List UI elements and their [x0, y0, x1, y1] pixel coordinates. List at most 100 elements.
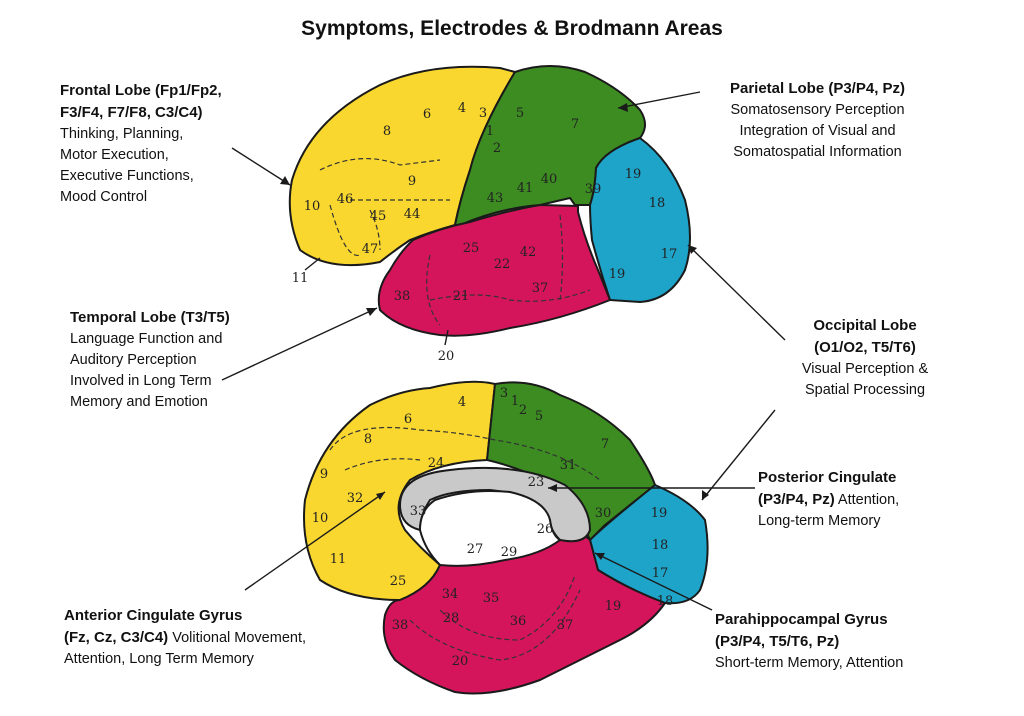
parahippocampal-line: Short-term Memory, Attention — [715, 655, 904, 671]
anterior-cingulate-arrow — [244, 491, 386, 591]
frontal-arrow — [231, 147, 291, 186]
medial-brodmann-area-18: 18 — [657, 594, 674, 609]
temporal-lobe-label: Temporal Lobe (T3/T5) Language Function … — [70, 307, 230, 413]
lateral-brodmann-area-6: 6 — [423, 107, 431, 122]
medial-brodmann-area-38: 38 — [392, 618, 409, 633]
diagram-title: Symptoms, Electrodes & Brodmann Areas — [301, 17, 723, 40]
temporal-arrow — [221, 307, 378, 381]
frontal-line: Executive Functions, — [60, 168, 194, 184]
medial-brodmann-area-6: 6 — [404, 412, 412, 427]
occipital-arrow-lower — [701, 409, 776, 501]
medial-brodmann-area-28: 28 — [443, 611, 460, 626]
lateral-brodmann-area-41: 41 — [517, 181, 534, 196]
medial-brodmann-area-20: 20 — [452, 654, 469, 669]
temporal-heading: Temporal Lobe (T3/T5) — [70, 309, 230, 326]
frontal-electrodes: F3/F4, F7/F8, C3/C4) — [60, 104, 203, 121]
medial-brodmann-area-25: 25 — [390, 574, 407, 589]
lateral-brodmann-area-43: 43 — [487, 191, 504, 206]
medial-brodmann-area-7: 7 — [601, 437, 609, 452]
medial-brodmann-area-17: 17 — [652, 566, 669, 581]
anterior-cingulate-line: Volitional Movement, — [168, 630, 307, 646]
lateral-brodmann-area-37: 37 — [532, 281, 549, 296]
lateral-brodmann-area-17: 17 — [661, 247, 678, 262]
lateral-brodmann-area-4: 4 — [458, 101, 466, 116]
medial-brodmann-area-33: 33 — [410, 504, 427, 519]
lateral-brodmann-area-47: 47 — [362, 242, 379, 257]
frontal-lobe-label: Frontal Lobe (Fp1/Fp2, F3/F4, F7/F8, C3/… — [60, 80, 222, 208]
lateral-temporal-lobe — [377, 204, 611, 337]
lateral-brodmann-area-9: 9 — [408, 174, 416, 189]
posterior-cingulate-electrodes: (P3/P4, Pz) — [758, 491, 835, 508]
lateral-brodmann-area-44: 44 — [404, 207, 421, 222]
lateral-brodmann-area-10: 10 — [304, 199, 321, 214]
medial-brodmann-area-32: 32 — [347, 491, 364, 506]
posterior-cingulate-line: Long-term Memory — [758, 513, 881, 529]
lateral-brodmann-area-11: 11 — [292, 271, 309, 286]
lateral-brodmann-area-8: 8 — [383, 124, 391, 139]
parietal-arrow — [617, 91, 701, 109]
lateral-brodmann-area-2: 2 — [493, 141, 501, 156]
posterior-cingulate-heading: Posterior Cingulate — [758, 469, 897, 486]
lateral-brodmann-area-19: 19 — [609, 267, 626, 282]
occipital-electrodes: (O1/O2, T5/T6) — [814, 339, 916, 356]
medial-brodmann-area-31: 31 — [560, 458, 577, 473]
temporal-line: Memory and Emotion — [70, 394, 208, 410]
medial-brodmann-area-30: 30 — [595, 506, 612, 521]
lateral-brodmann-area-20: 20 — [438, 349, 455, 364]
medial-brodmann-area-19: 19 — [651, 506, 668, 521]
temporal-line: Auditory Perception — [70, 352, 197, 368]
parahippocampal-electrodes: (P3/P4, T5/T6, Pz) — [715, 633, 840, 650]
occipital-arrow-upper — [687, 244, 786, 341]
lateral-brodmann-area-22: 22 — [494, 257, 511, 272]
medial-brodmann-area-11: 11 — [330, 552, 347, 567]
medial-brodmann-area-8: 8 — [364, 432, 372, 447]
anterior-cingulate-label: Anterior Cingulate Gyrus (Fz, Cz, C3/C4)… — [64, 605, 306, 670]
medial-brodmann-area-37: 37 — [557, 618, 574, 633]
medial-brodmann-area-3: 3 — [500, 386, 508, 401]
parahippocampal-arrow — [594, 552, 713, 611]
medial-brodmann-area-18: 18 — [652, 538, 669, 553]
lateral-brodmann-area-7: 7 — [571, 117, 579, 132]
lateral-brodmann-area-42: 42 — [520, 245, 537, 260]
medial-brodmann-area-27: 27 — [467, 542, 484, 557]
posterior-cingulate-line: Attention, — [834, 492, 900, 508]
parietal-heading: Parietal Lobe (P3/P4, Pz) — [729, 80, 906, 97]
temporal-line: Language Function and — [70, 331, 223, 347]
lateral-brodmann-area-39: 39 — [585, 182, 602, 197]
occipital-heading: Occipital Lobe — [813, 317, 917, 334]
parietal-line: Somatosensory Perception — [730, 102, 905, 118]
frontal-line: Thinking, Planning, — [60, 126, 184, 142]
medial-brodmann-area-4: 4 — [458, 395, 466, 410]
medial-brodmann-area-29: 29 — [501, 545, 518, 560]
lateral-brodmann-area-45: 45 — [370, 209, 387, 224]
lateral-brodmann-area-19: 19 — [625, 167, 642, 182]
frontal-heading: Frontal Lobe (Fp1/Fp2, — [60, 82, 222, 99]
medial-brodmann-area-10: 10 — [312, 511, 329, 526]
parietal-line: Integration of Visual and — [739, 123, 896, 139]
posterior-cingulate-label: Posterior Cingulate (P3/P4, Pz) Attentio… — [758, 467, 899, 532]
medial-brodmann-area-24: 24 — [428, 456, 445, 471]
occipital-line: Visual Perception & — [801, 361, 929, 377]
lateral-brodmann-area-3: 3 — [479, 106, 487, 121]
medial-brodmann-area-9: 9 — [320, 467, 328, 482]
parahippocampal-label: Parahippocampal Gyrus (P3/P4, T5/T6, Pz)… — [715, 609, 903, 674]
anterior-cingulate-heading: Anterior Cingulate Gyrus — [64, 607, 243, 624]
frontal-line: Mood Control — [60, 189, 148, 205]
temporal-line: Involved in Long Term — [70, 373, 212, 389]
medial-brodmann-area-36: 36 — [510, 614, 527, 629]
lateral-brodmann-area-18: 18 — [649, 196, 666, 211]
medial-brodmann-area-1: 1 — [511, 394, 519, 409]
lateral-brodmann-area-1: 1 — [486, 124, 494, 139]
anterior-cingulate-line: Attention, Long Term Memory — [64, 651, 254, 667]
medial-interior — [419, 490, 561, 567]
lateral-brodmann-area-40: 40 — [541, 172, 558, 187]
occipital-line: Spatial Processing — [804, 382, 926, 398]
lateral-occipital-lobe — [589, 137, 691, 303]
medial-brodmann-area-26: 26 — [537, 522, 554, 537]
parietal-lobe-label: Parietal Lobe (P3/P4, Pz) Somatosensory … — [700, 78, 935, 163]
anterior-cingulate-electrodes: (Fz, Cz, C3/C4) — [64, 629, 169, 646]
parahippocampal-heading: Parahippocampal Gyrus — [715, 611, 888, 628]
parietal-line: Somatospatial Information — [733, 144, 902, 160]
medial-brodmann-area-19: 19 — [605, 599, 622, 614]
